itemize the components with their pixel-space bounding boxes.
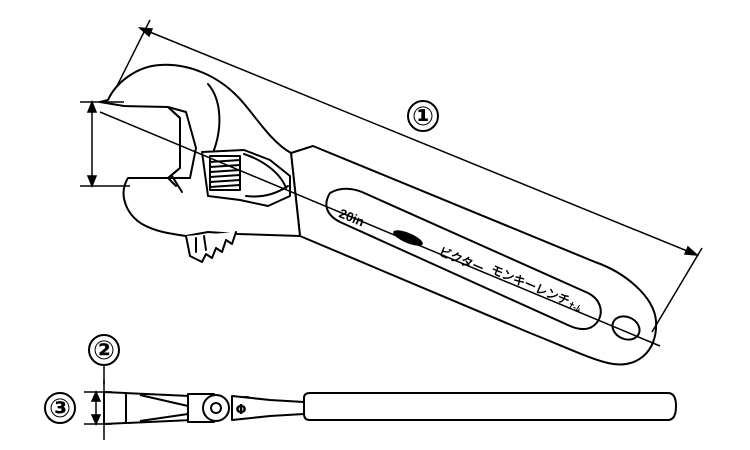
- side-screw-pin: [210, 402, 222, 414]
- jaw-rack-detail: [195, 235, 207, 253]
- dimension-jaw-opening-top: [80, 99, 130, 189]
- arrowhead: [683, 245, 700, 256]
- dimension-overall-length: [99, 19, 703, 347]
- worm-screw-channel: [243, 153, 289, 198]
- sliding-jaw: [185, 231, 237, 263]
- side-handle: [303, 392, 677, 421]
- label-1: ①: [412, 102, 434, 132]
- arrowhead: [90, 390, 102, 402]
- label-overall-length: ①: [407, 100, 439, 132]
- handle-grip-panel: [325, 187, 602, 330]
- label-2: ②: [93, 336, 115, 366]
- lanyard-hole: [611, 315, 641, 341]
- extension-line: [651, 247, 703, 333]
- arrowhead: [90, 414, 102, 426]
- side-view-symbol: Φ: [235, 403, 246, 418]
- head-contour: [167, 106, 197, 179]
- label-3: ③: [49, 394, 71, 424]
- wrench-side-view: [103, 391, 677, 425]
- label-jaw-width: ②: [88, 334, 120, 366]
- hook-jaw-face: [167, 175, 183, 193]
- jaw-notch: [167, 106, 181, 179]
- worm-screw: [209, 155, 241, 191]
- side-jaw-detail: [125, 394, 189, 422]
- dimension-line: [139, 27, 698, 256]
- arrowhead: [137, 27, 154, 38]
- dimension-head-thickness: [84, 364, 112, 440]
- arrowhead: [86, 99, 98, 113]
- wrench-head: [99, 63, 301, 237]
- handle-name-text: ﾅ-ﾑ: [567, 300, 582, 314]
- center-line: [99, 111, 661, 347]
- wrench-top-view: [99, 63, 658, 366]
- head-contour: [207, 83, 221, 151]
- label-head-thickness: ③: [44, 392, 76, 424]
- arrowhead: [86, 175, 98, 189]
- victor-logo-mark: [393, 230, 423, 246]
